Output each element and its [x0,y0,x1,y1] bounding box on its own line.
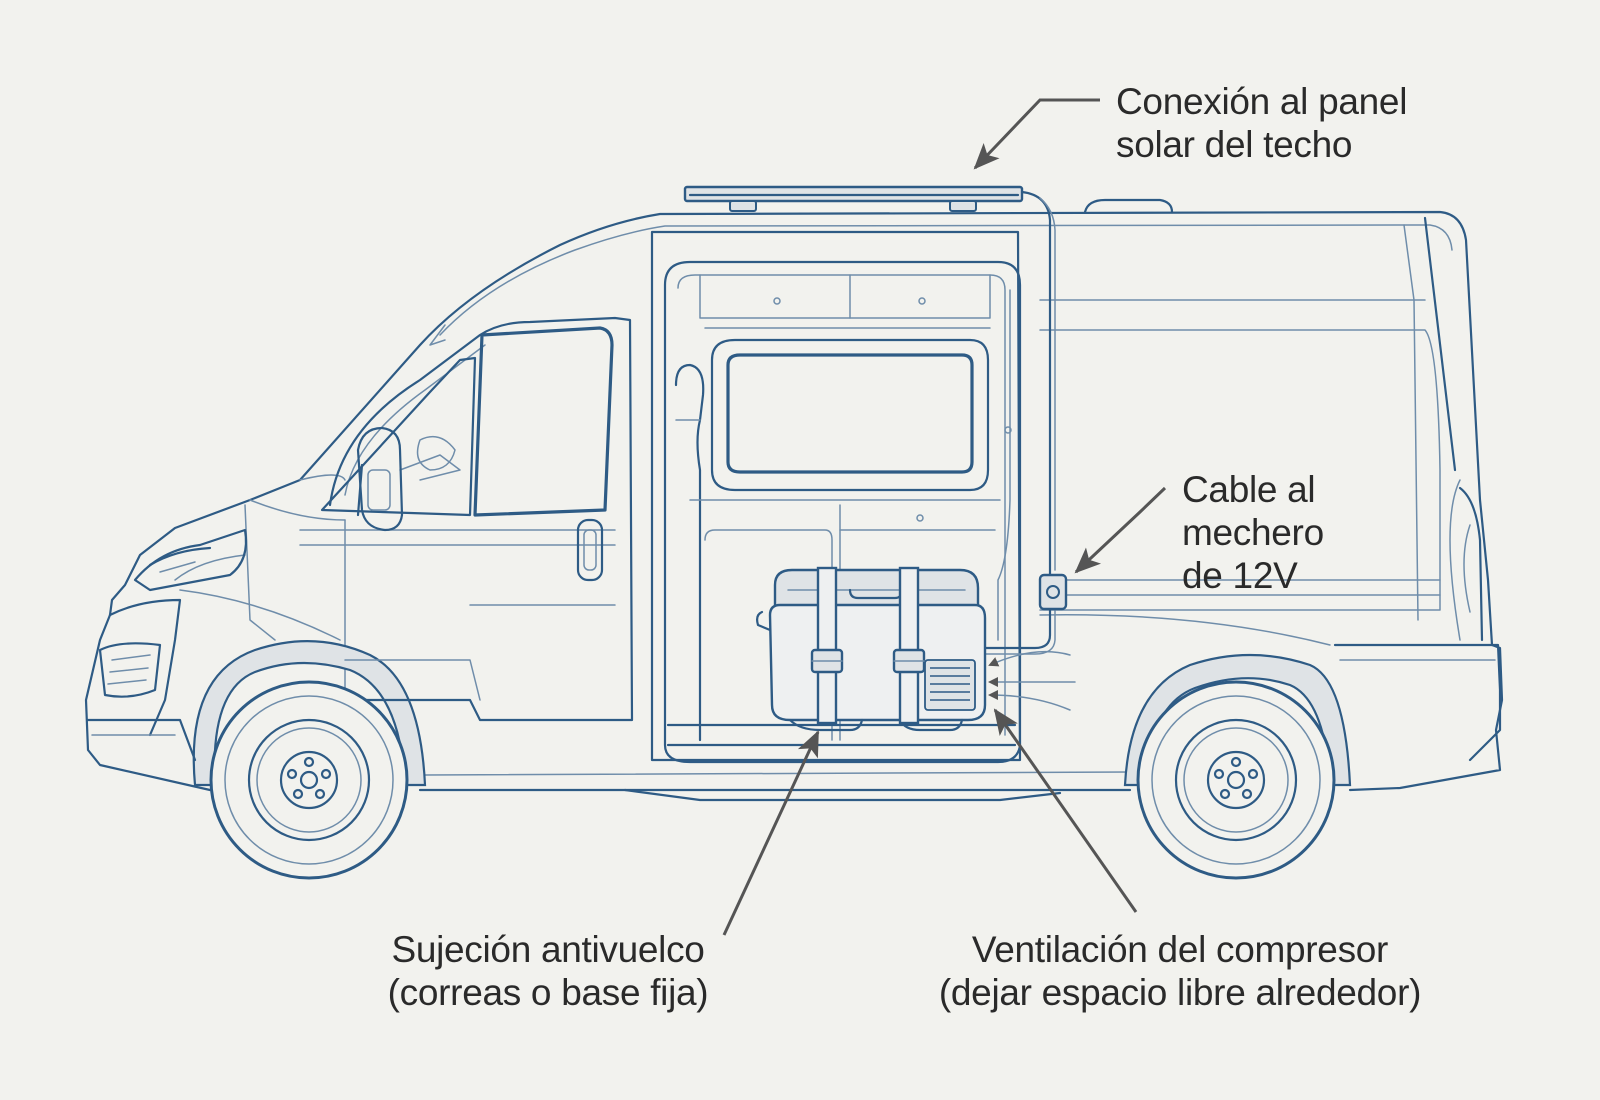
lighter-socket [1038,573,1068,611]
solar-label-line2: solar del techo [1116,124,1353,165]
cab-door [320,316,634,722]
solar-leader-arrow [973,98,1100,170]
lighter-label-line3: de 12V [1182,555,1298,596]
vent-label-line1: Ventilación del compresor [971,929,1389,970]
fridge-straps [810,566,926,725]
vent-leader-arrow [993,708,1138,913]
compressor-ventilation-label: Ventilación del compresor (dejar espacio… [925,928,1435,1014]
front-wheel [209,680,409,880]
lighter-label-line2: mechero [1182,512,1324,553]
vent-grille-slats [930,667,970,701]
solar-label-line1: Conexión al panel [1116,81,1408,122]
van-front [86,528,248,762]
airflow-arrows [988,650,1076,711]
lighter-label-line1: Cable al [1182,469,1316,510]
sliding-door-opening [650,230,1022,764]
wheel-arches [192,640,1352,787]
callout-leaders [722,98,1167,936]
lighter-cable-label: Cable al mechero de 12V [1182,468,1324,597]
rear-wheel [1136,680,1336,880]
portable-fridge [756,568,987,732]
solar-panel [683,185,1174,214]
anti-tip-strap-label: Sujeción antivuelco (correas o base fija… [378,928,718,1014]
lighter-leader-arrow [1074,486,1167,574]
strap-label-line2: (correas o base fija) [387,972,709,1013]
strap-label-line1: Sujeción antivuelco [391,929,705,970]
van-body [84,210,1504,802]
cables [983,190,1056,655]
vent-label-line2: (dejar espacio libre alrededor) [938,972,1422,1013]
solar-connection-label: Conexión al panel solar del techo [1116,80,1407,166]
strap-leader-arrow [722,730,820,936]
